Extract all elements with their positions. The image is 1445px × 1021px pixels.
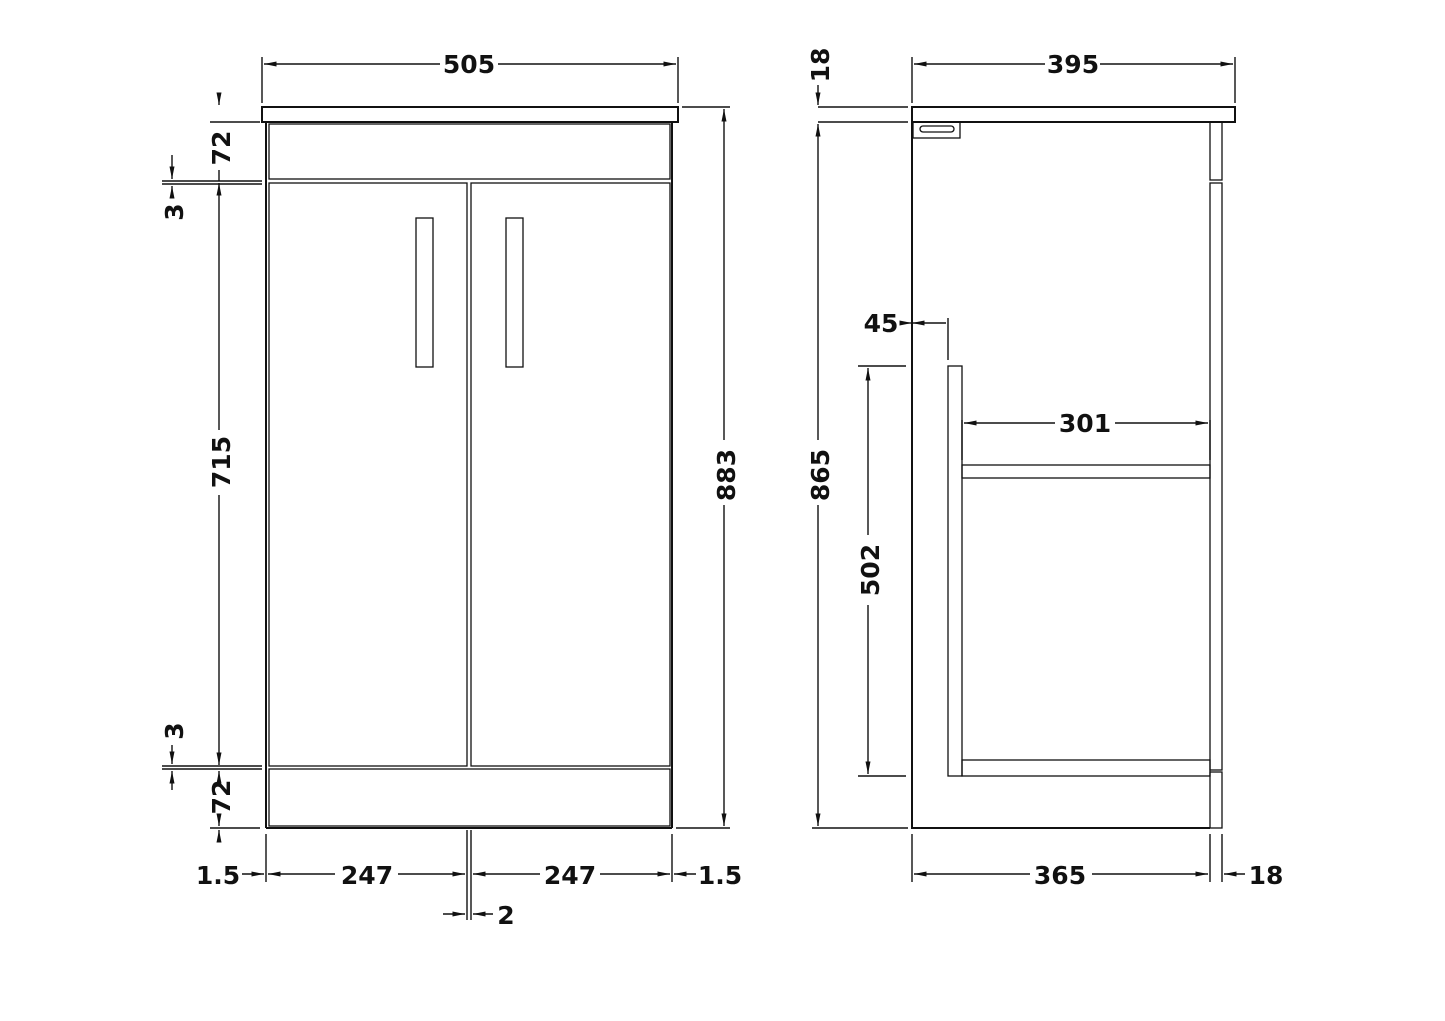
dim-door-gap: 2 bbox=[497, 901, 514, 930]
left-door bbox=[268, 182, 468, 767]
dim-top-rail: 72 bbox=[207, 131, 236, 166]
right-door bbox=[470, 182, 671, 767]
dim-top-gap: 3 bbox=[160, 203, 189, 220]
dim-carcass-depth: 365 bbox=[1034, 861, 1086, 890]
worktop bbox=[261, 106, 679, 123]
dim-right-edge: 1.5 bbox=[698, 861, 742, 890]
door-edge bbox=[1209, 182, 1223, 771]
dim-carcass-height: 865 bbox=[806, 449, 835, 501]
internal-back-panel bbox=[947, 365, 963, 777]
left-handle bbox=[415, 217, 434, 368]
top-rail bbox=[268, 123, 671, 180]
dim-overall-height: 883 bbox=[712, 449, 741, 501]
plinth bbox=[268, 768, 671, 827]
dim-overall-width: 505 bbox=[443, 50, 495, 79]
right-handle bbox=[505, 217, 524, 368]
fixing-slot bbox=[919, 125, 955, 133]
side-view: 395 18 865 45 301 502 365 18 bbox=[806, 48, 1283, 890]
dim-door-height: 715 bbox=[207, 436, 236, 488]
front-view: 505 883 72 3 715 3 72 1.5 247 247 1.5 2 bbox=[160, 50, 742, 930]
carcass bbox=[265, 122, 673, 829]
side-carcass bbox=[911, 122, 1210, 829]
dim-bottom-gap: 3 bbox=[160, 722, 189, 739]
dim-internal-height: 502 bbox=[856, 544, 885, 596]
dim-right-door: 247 bbox=[544, 861, 596, 890]
dim-left-edge: 1.5 bbox=[196, 861, 240, 890]
base-shelf bbox=[961, 759, 1211, 777]
dim-overall-depth: 395 bbox=[1047, 50, 1099, 79]
dim-left-door: 247 bbox=[341, 861, 393, 890]
dim-worktop-thickness: 18 bbox=[806, 48, 835, 83]
door-edge-top bbox=[1209, 121, 1223, 181]
shelf bbox=[961, 464, 1211, 479]
dim-inset: 45 bbox=[864, 309, 899, 338]
side-worktop bbox=[911, 106, 1236, 123]
dim-shelf-depth: 301 bbox=[1059, 409, 1111, 438]
dim-plinth: 72 bbox=[207, 780, 236, 815]
fixing-bracket bbox=[912, 121, 961, 139]
dim-door-thickness: 18 bbox=[1249, 861, 1284, 890]
plinth-edge bbox=[1209, 771, 1223, 829]
